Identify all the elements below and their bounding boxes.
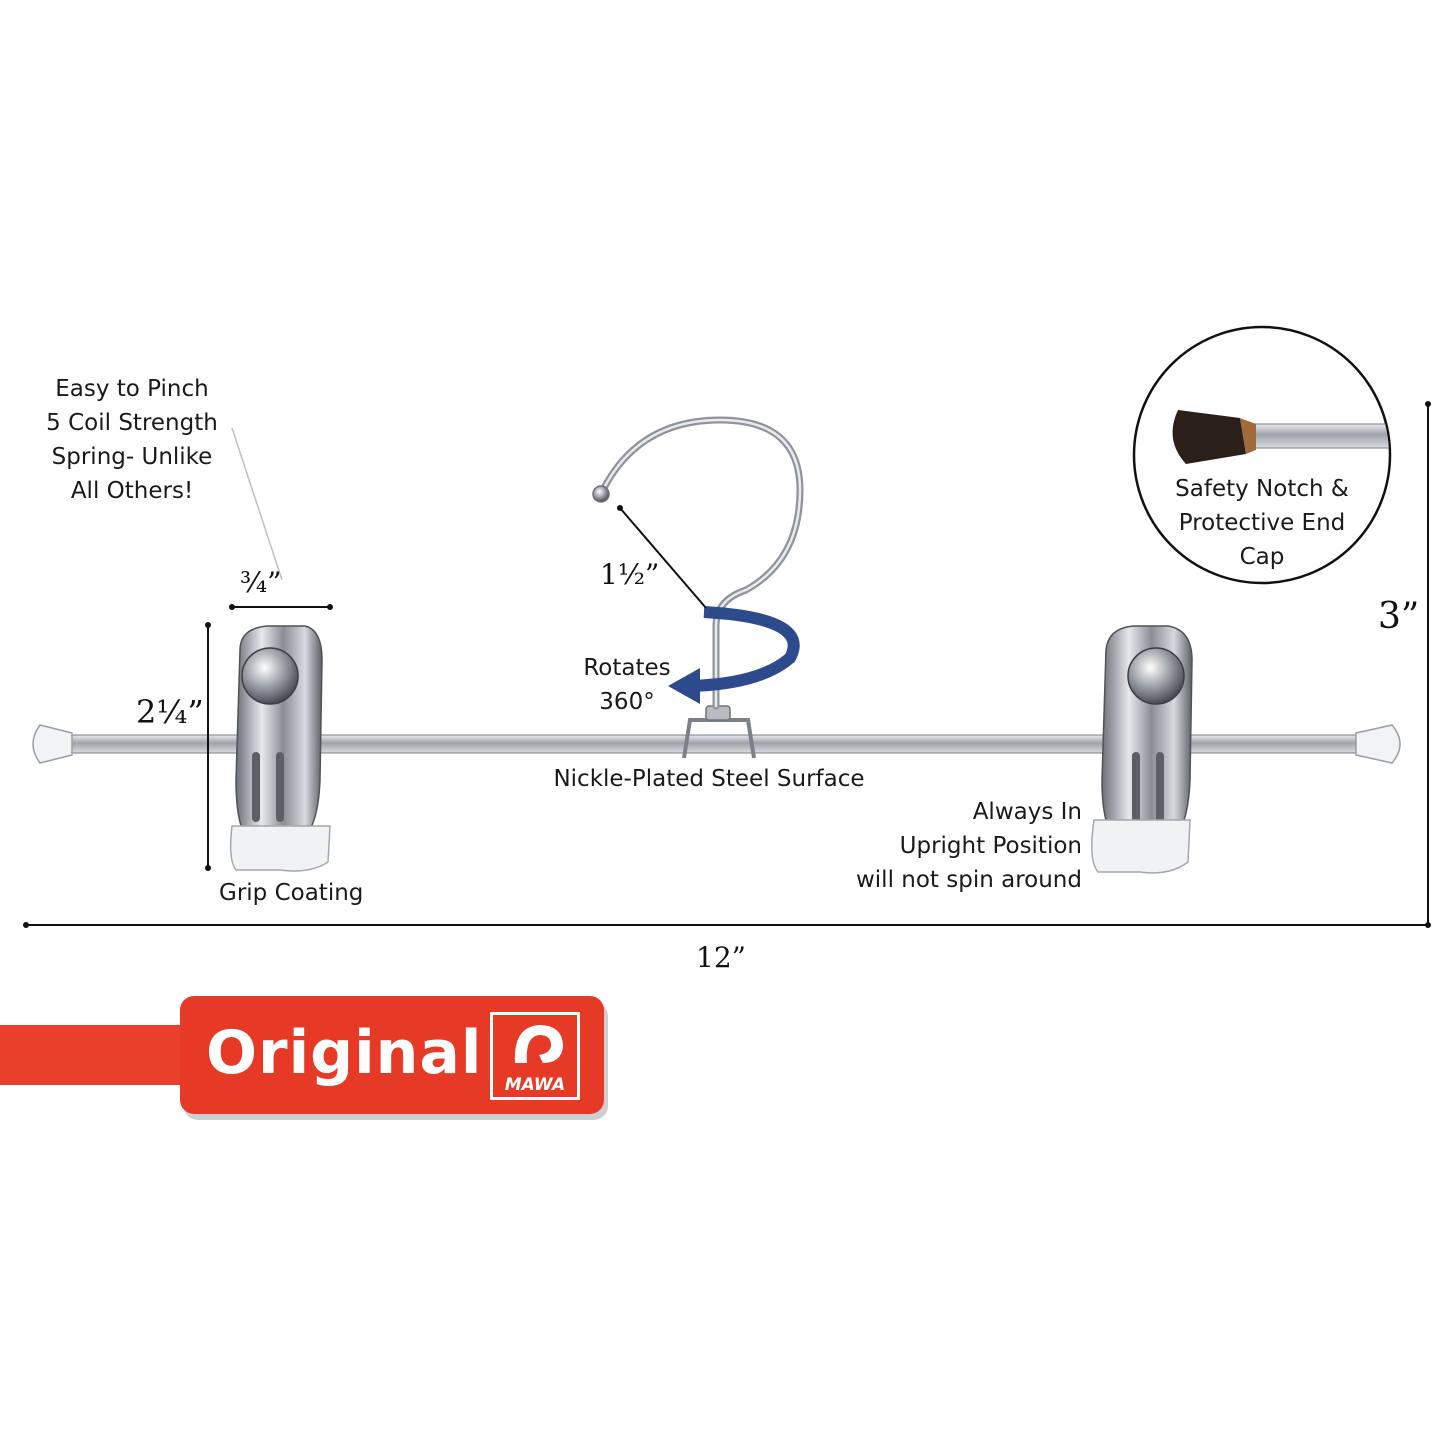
upright-line-3: will not spin around: [855, 867, 1082, 893]
spring-line-4: All Others!: [70, 478, 194, 504]
spring-line-3: Spring- Unlike: [51, 444, 213, 470]
rotate-arrow-icon: [668, 606, 800, 704]
left-end-cap: [32, 724, 73, 764]
rotates-line-1: Rotates: [583, 655, 671, 681]
safety-line-3: Cap: [1239, 544, 1285, 570]
upright-annotation: Always In Upright Position will not spin…: [820, 795, 1082, 897]
mawa-logo-icon: MAWA: [490, 1012, 580, 1100]
left-clip: [229, 625, 331, 872]
upright-line-2: Upright Position: [899, 833, 1082, 859]
safety-line-1: Safety Notch &: [1175, 476, 1349, 502]
clip-height-dimension: 2¼”: [136, 693, 204, 731]
badge-text: Original: [206, 1018, 483, 1088]
safety-annotation: Safety Notch & Protective End Cap: [1160, 472, 1364, 574]
logo-text: MAWA: [504, 1075, 566, 1095]
right-end-cap: [1355, 724, 1401, 764]
original-badge: Original MAWA: [180, 996, 604, 1114]
height-dimension: 3”: [1378, 596, 1420, 637]
rotates-annotation: Rotates 360°: [572, 651, 682, 719]
rotates-line-2: 360°: [599, 689, 655, 715]
upright-line-1: Always In: [972, 799, 1082, 825]
length-dimension: 12”: [696, 941, 746, 974]
grip-annotation: Grip Coating: [219, 880, 364, 906]
safety-line-2: Protective End: [1178, 510, 1346, 536]
badge-band: [0, 1025, 200, 1085]
clip-width-dimension: ¾”: [240, 566, 282, 599]
spring-line-2: 5 Coil Strength: [46, 410, 218, 436]
spring-line-1: Easy to Pinch: [55, 376, 209, 402]
end-cap-inset: [1132, 325, 1392, 585]
surface-annotation: Nickle-Plated Steel Surface: [553, 766, 865, 792]
right-clip: [1091, 625, 1193, 874]
hook-dimension: 1½”: [600, 558, 660, 591]
spring-annotation: Easy to Pinch 5 Coil Strength Spring- Un…: [32, 372, 232, 508]
